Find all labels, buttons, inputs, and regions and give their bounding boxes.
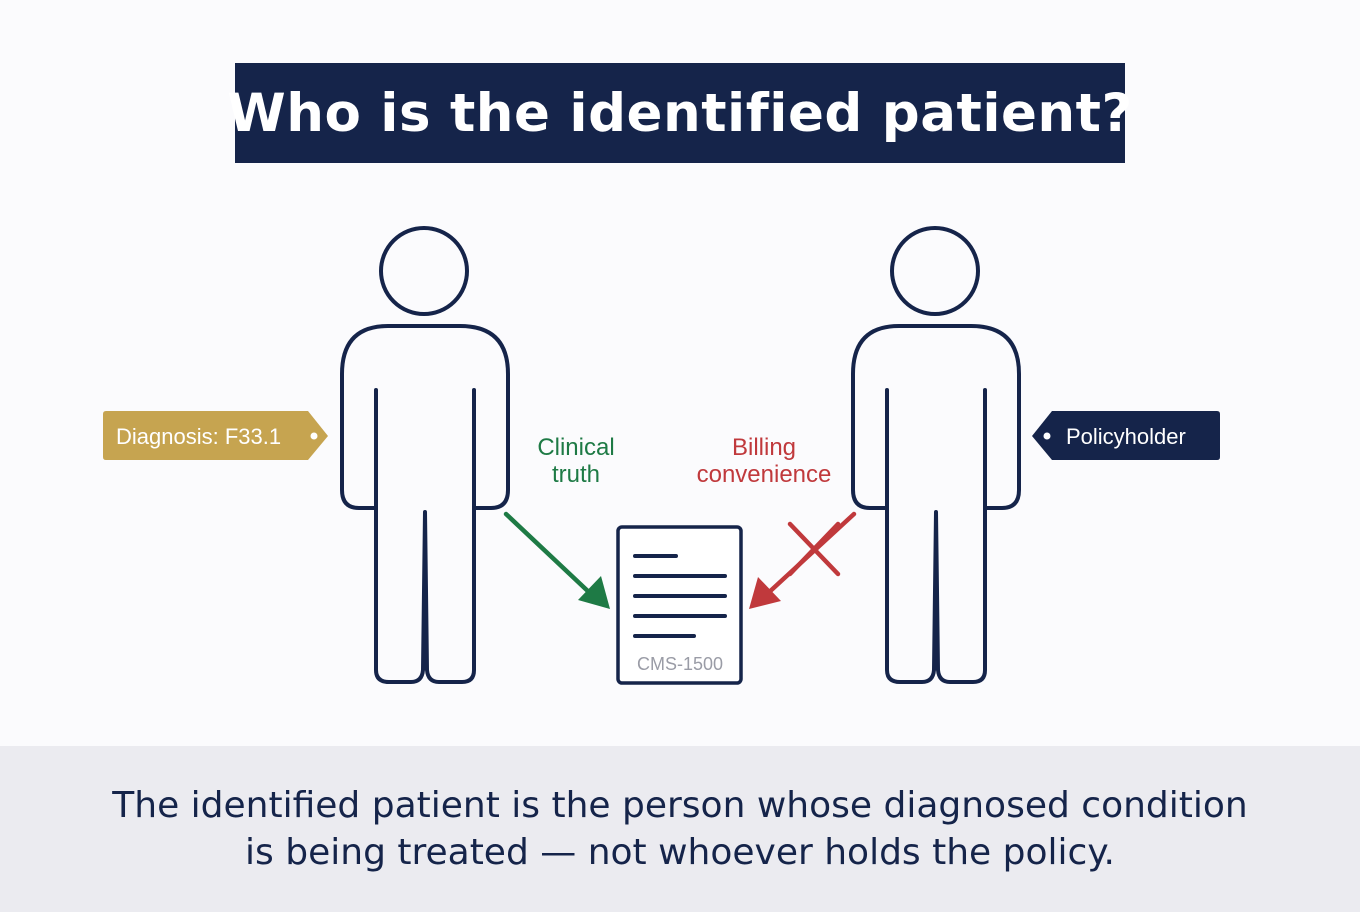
- clinical-truth-label-line1: Clinical: [537, 434, 614, 461]
- footer-line-2: is being treated — not whoever holds the…: [245, 832, 1115, 873]
- billing-convenience-label-line1: Billing: [732, 434, 796, 461]
- policyholder-figure-icon: [851, 226, 1021, 684]
- footer-caption: The identified patient is the person who…: [0, 746, 1360, 912]
- claim-form-document-icon: CMS-1500: [616, 525, 743, 685]
- title-banner: Who is the identified patient?: [227, 63, 1132, 163]
- x-cross-icon: [787, 521, 841, 577]
- green-arrow-icon: [503, 511, 610, 609]
- policyholder-label: Policyholder: [1066, 424, 1186, 449]
- diagnosis-label: Diagnosis: F33.1: [116, 424, 281, 449]
- footer-line-1: The identified patient is the person who…: [112, 785, 1248, 826]
- billing-convenience-label-line2: convenience: [697, 461, 832, 488]
- form-label: CMS-1500: [637, 654, 723, 674]
- footer-text: The identified patient is the person who…: [112, 782, 1247, 876]
- clinical-truth-label-line2: truth: [552, 461, 600, 488]
- patient-figure-icon: [340, 226, 510, 684]
- diagnosis-tag: Diagnosis: F33.1: [103, 411, 328, 460]
- policyholder-tag: Policyholder: [1032, 411, 1220, 460]
- page-title: Who is the identified patient?: [227, 82, 1133, 144]
- diagram: Diagnosis: F33.1 Policyholder Clinical t…: [103, 226, 1220, 685]
- tag-hole-icon: [310, 432, 318, 440]
- tag-hole-icon: [1043, 432, 1051, 440]
